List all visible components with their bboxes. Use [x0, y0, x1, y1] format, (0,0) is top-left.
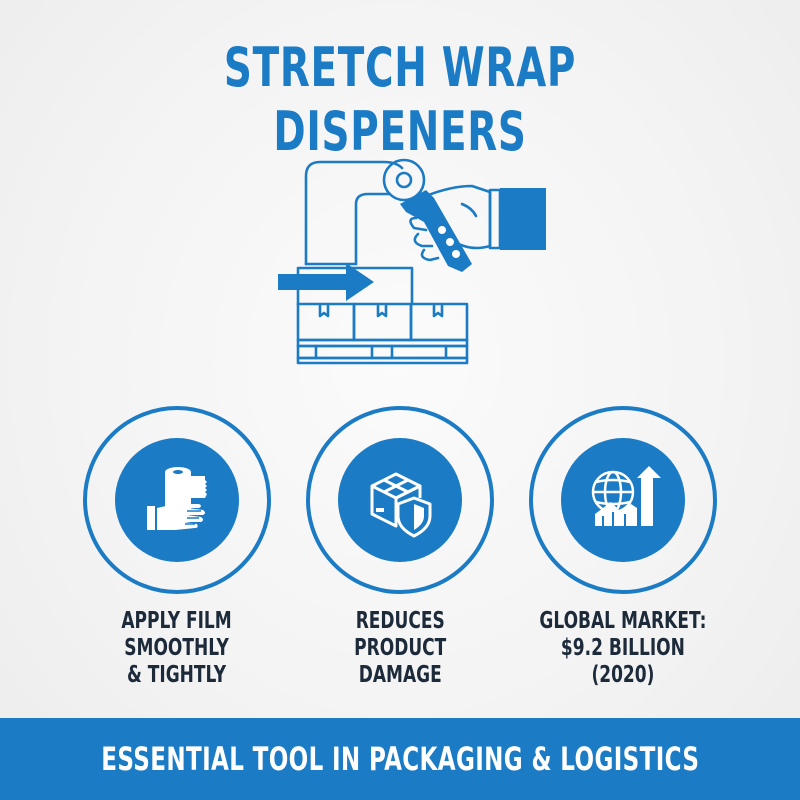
feature-label-line: $9.2 BILLION [561, 635, 685, 661]
feature-label-line: PRODUCT [353, 635, 447, 661]
feature-label-line: REDUCES [355, 608, 445, 634]
page-title: STRETCH WRAP DISPENERS [223, 36, 577, 163]
feature-label-line: APPLY FILM [121, 608, 233, 634]
feature-apply-film: APPLY FILM SMOOTHLY & TIGHTLY [82, 406, 272, 689]
feature-ring [306, 406, 494, 594]
feature-disc [115, 438, 239, 562]
hero-illustration [276, 146, 548, 366]
feature-ring [529, 406, 717, 594]
feature-reduces-damage: REDUCES PRODUCT DAMAGE [305, 406, 495, 689]
feature-label-line: DAMAGE [358, 662, 442, 688]
stretch-wrap-dispenser-icon [278, 158, 546, 365]
box-with-shield-icon [370, 472, 432, 538]
footer-banner: ESSENTIAL TOOL IN PACKAGING & LOGISTICS [0, 718, 800, 800]
globe-with-growth-arrow-icon [591, 466, 661, 526]
feature-label-line: & TIGHTLY [127, 662, 227, 688]
feature-label: REDUCES PRODUCT DAMAGE [354, 608, 446, 689]
feature-disc [561, 438, 685, 562]
feature-disc [338, 438, 462, 562]
feature-label-line: GLOBAL MARKET: [539, 608, 707, 634]
feature-label: GLOBAL MARKET: $9.2 BILLION (2020) [539, 608, 706, 689]
feature-label-line: SMOOTHLY [124, 635, 230, 661]
feature-ring [83, 406, 271, 594]
feature-label-line: (2020) [591, 662, 655, 688]
hand-with-film-roll-icon [147, 467, 207, 530]
feature-global-market: GLOBAL MARKET: $9.2 BILLION (2020) [528, 406, 718, 689]
feature-label: APPLY FILM SMOOTHLY & TIGHTLY [122, 608, 232, 689]
banner-text: ESSENTIAL TOOL IN PACKAGING & LOGISTICS [101, 740, 700, 778]
